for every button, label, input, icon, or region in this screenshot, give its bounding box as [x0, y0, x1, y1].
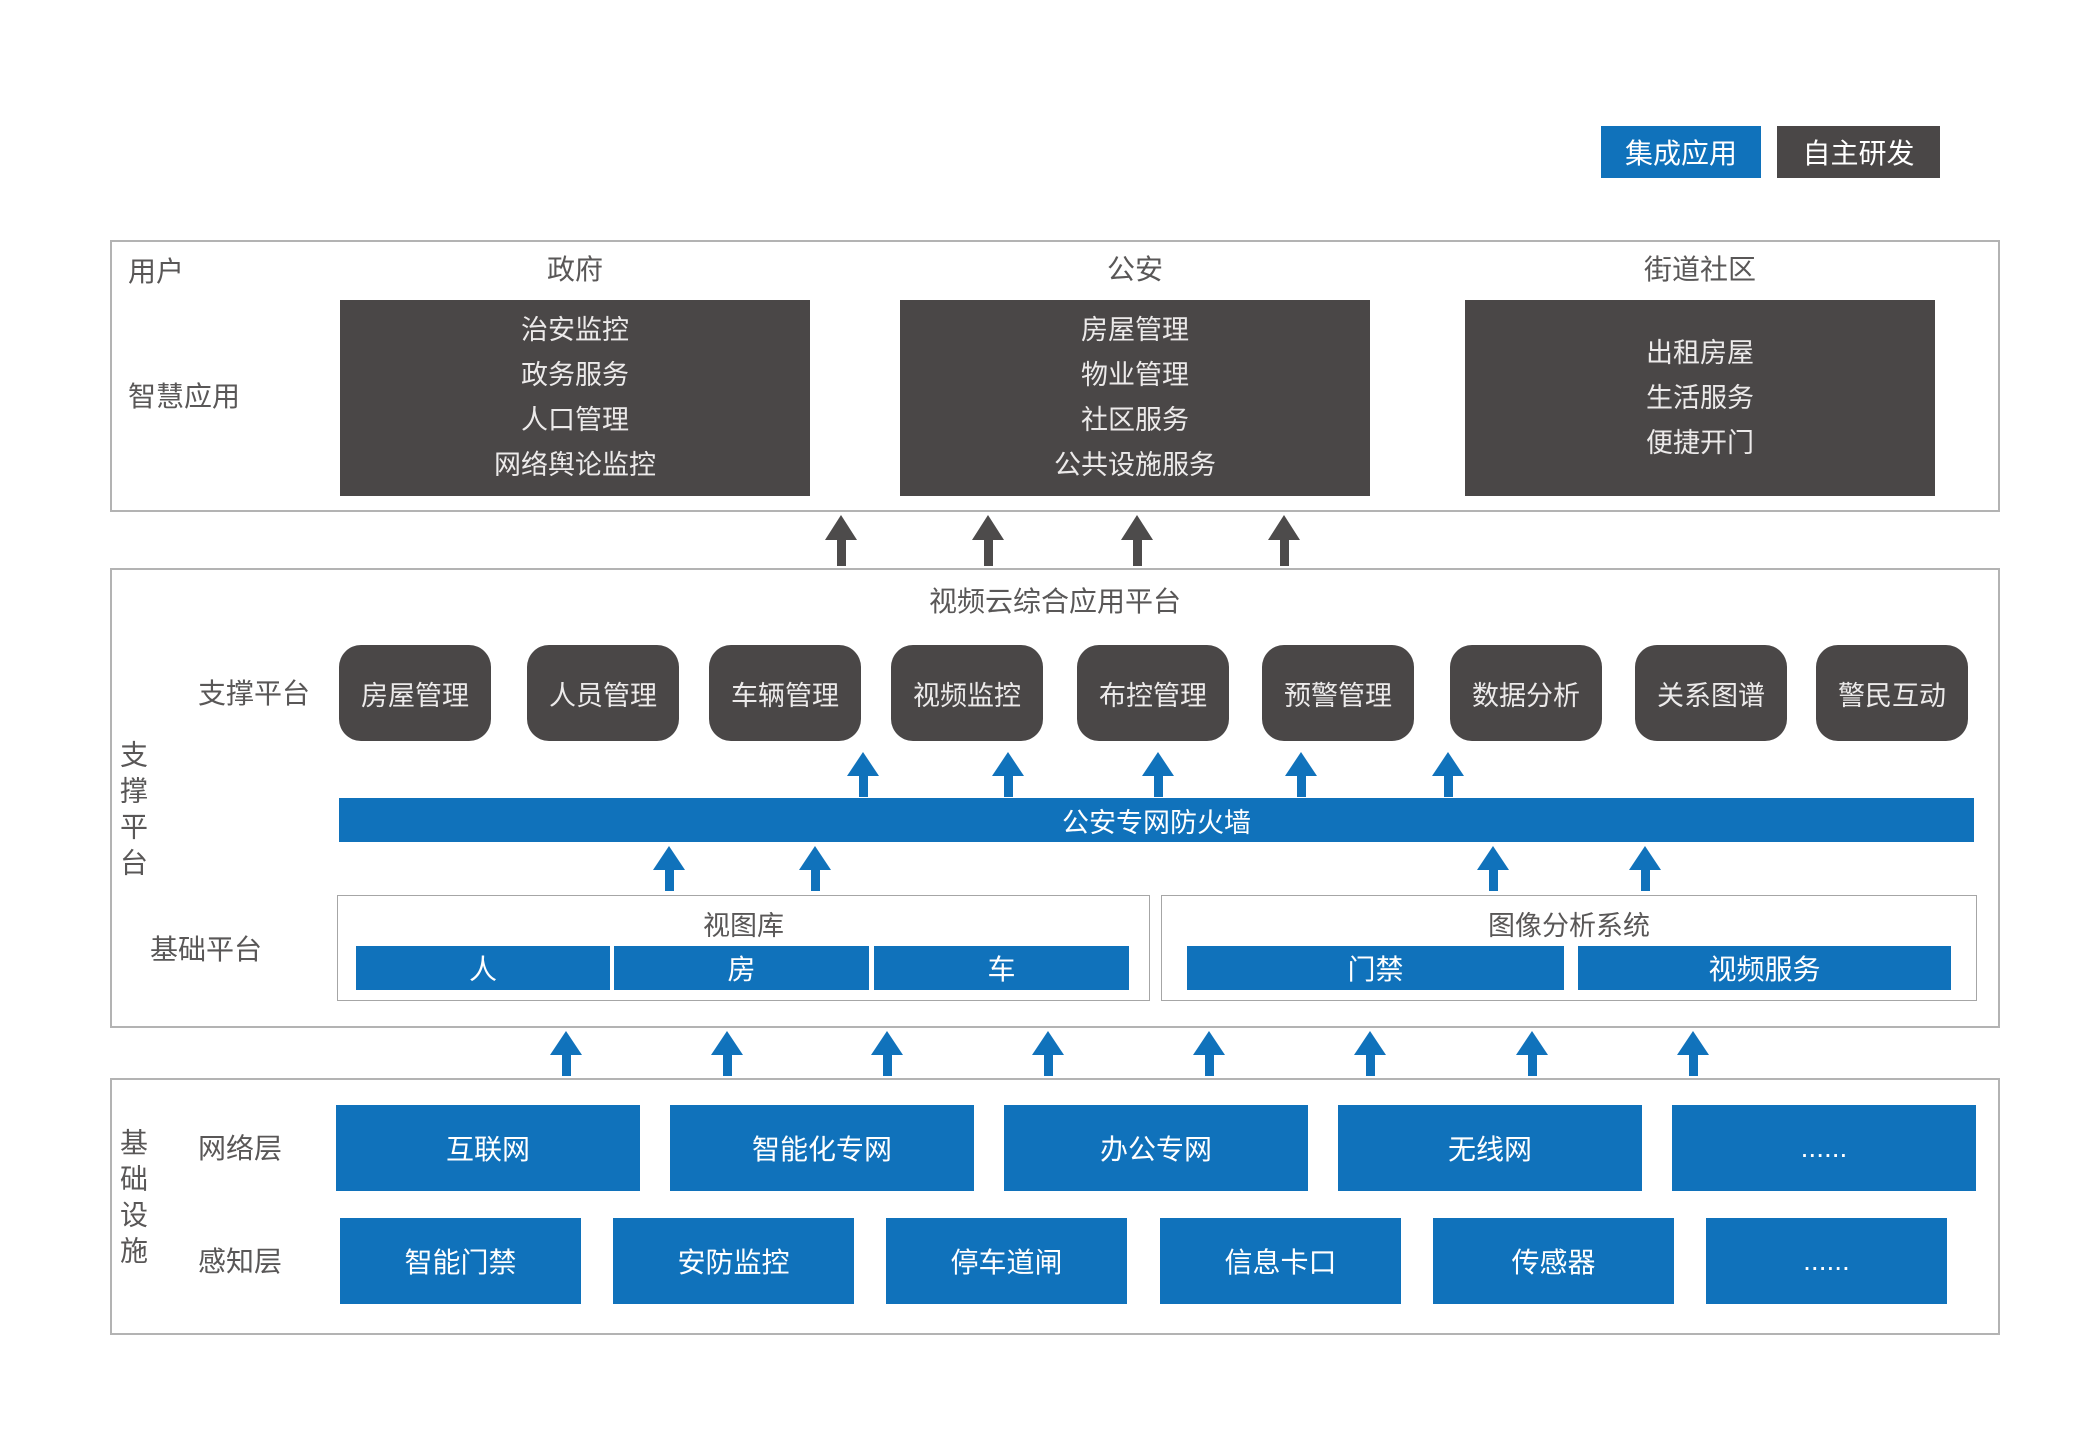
up-arrow-icon	[1629, 846, 1661, 891]
up-arrow-icon	[972, 515, 1004, 566]
up-arrow-icon	[550, 1031, 582, 1076]
up-arrow-icon	[1677, 1031, 1709, 1076]
app-item: 公共设施服务	[1054, 450, 1216, 480]
app-box-street-community: 出租房屋 生活服务 便捷开门	[1465, 300, 1935, 496]
app-item: 出租房屋	[1646, 337, 1754, 368]
app-item: 房屋管理	[1081, 315, 1189, 345]
user-row-label: 用户	[128, 256, 185, 287]
legend-self-developed: 自主研发	[1777, 126, 1940, 178]
app-item: 治安监控	[521, 315, 629, 345]
app-item: 社区服务	[1081, 405, 1189, 435]
up-arrow-icon	[871, 1031, 903, 1076]
up-arrow-icon	[825, 515, 857, 566]
network-box-internet: 互联网	[336, 1105, 640, 1191]
app-item: 网络舆论监控	[494, 450, 656, 480]
view-library-title: 视图库	[703, 911, 784, 941]
up-arrow-icon	[1432, 752, 1464, 797]
app-item: 便捷开门	[1646, 427, 1754, 458]
up-arrow-icon	[1193, 1031, 1225, 1076]
smart-application-row-label: 智慧应用	[128, 381, 241, 412]
sensing-box-more: ......	[1706, 1218, 1947, 1304]
support-platform-side-label: 支撑平台	[117, 740, 148, 884]
up-arrow-icon	[992, 752, 1024, 797]
sensing-box-parking-gate: 停车道闸	[886, 1218, 1127, 1304]
network-layer-label: 网络层	[198, 1133, 283, 1164]
image-analysis-title: 图像分析系统	[1488, 911, 1650, 941]
network-box-more: ......	[1672, 1105, 1976, 1191]
up-arrow-icon	[1285, 752, 1317, 797]
support-box-data-analysis: 数据分析	[1450, 645, 1602, 741]
up-arrow-icon	[799, 846, 831, 891]
up-arrow-icon	[1121, 515, 1153, 566]
image-analysis-group: 图像分析系统 门禁 视频服务	[1161, 895, 1977, 1001]
network-box-wireless-net: 无线网	[1338, 1105, 1642, 1191]
sensing-layer-label: 感知层	[198, 1246, 283, 1277]
sensing-box-smart-access: 智能门禁	[340, 1218, 581, 1304]
column-title-police: 公安	[1106, 254, 1163, 285]
sensing-box-security-monitor: 安防监控	[613, 1218, 854, 1304]
police-network-firewall-bar: 公安专网防火墙	[339, 798, 1974, 842]
up-arrow-icon	[1354, 1031, 1386, 1076]
up-arrow-icon	[847, 752, 879, 797]
app-box-police: 房屋管理 物业管理 社区服务 公共设施服务	[900, 300, 1370, 496]
up-arrow-icon	[1032, 1031, 1064, 1076]
network-box-office-net: 办公专网	[1004, 1105, 1308, 1191]
up-arrow-icon	[653, 846, 685, 891]
sensing-box-sensor: 传感器	[1433, 1218, 1674, 1304]
legend-integrated-application: 集成应用	[1601, 126, 1761, 178]
video-cloud-platform-title: 视频云综合应用平台	[928, 586, 1181, 617]
support-box-video: 视频监控	[891, 645, 1043, 741]
view-library-item-house: 房	[614, 946, 869, 990]
view-library-group: 视图库 人 房 车	[337, 895, 1150, 1001]
app-box-government: 治安监控 政务服务 人口管理 网络舆论监控	[340, 300, 810, 496]
up-arrow-icon	[711, 1031, 743, 1076]
support-box-police-citizen: 警民互动	[1816, 645, 1968, 741]
image-analysis-item-video-service: 视频服务	[1578, 946, 1951, 990]
support-box-control: 布控管理	[1077, 645, 1229, 741]
app-item: 政务服务	[521, 360, 629, 390]
network-box-intelligent-net: 智能化专网	[670, 1105, 974, 1191]
support-box-housing: 房屋管理	[339, 645, 491, 741]
up-arrow-icon	[1268, 515, 1300, 566]
base-platform-row-label: 基础平台	[150, 934, 263, 965]
support-box-personnel: 人员管理	[527, 645, 679, 741]
column-title-street-community: 街道社区	[1643, 254, 1756, 285]
support-box-warning: 预警管理	[1262, 645, 1414, 741]
sensing-box-info-checkpoint: 信息卡口	[1160, 1218, 1401, 1304]
support-box-vehicle: 车辆管理	[709, 645, 861, 741]
app-item: 物业管理	[1081, 360, 1189, 390]
support-row-label: 支撑平台	[198, 678, 311, 709]
up-arrow-icon	[1516, 1031, 1548, 1076]
app-item: 生活服务	[1646, 382, 1754, 413]
column-title-government: 政府	[546, 254, 603, 285]
view-library-item-vehicle: 车	[874, 946, 1129, 990]
infrastructure-side-label: 基础设施	[117, 1128, 148, 1272]
app-item: 人口管理	[521, 405, 629, 435]
up-arrow-icon	[1142, 752, 1174, 797]
support-box-relation-graph: 关系图谱	[1635, 645, 1787, 741]
up-arrow-icon	[1477, 846, 1509, 891]
image-analysis-item-access: 门禁	[1187, 946, 1564, 990]
view-library-item-person: 人	[356, 946, 610, 990]
